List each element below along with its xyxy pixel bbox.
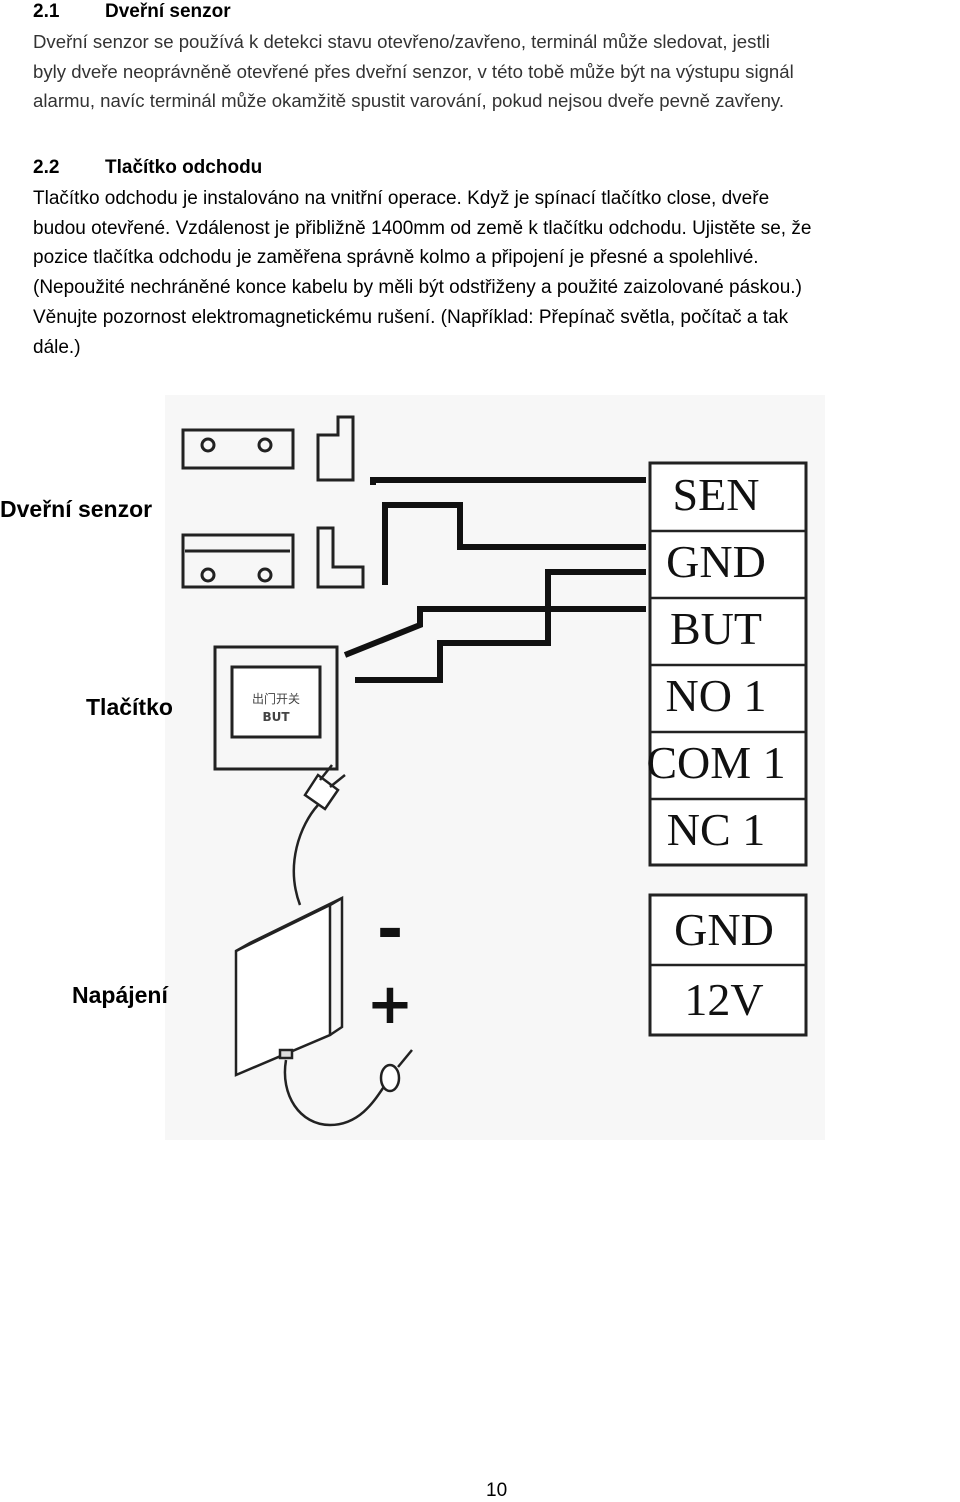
section-title: Tlačítko odchodu — [105, 157, 263, 178]
label-button: Tlačítko — [86, 694, 173, 720]
polarity-minus: - — [377, 893, 404, 967]
terminal-label-but: BUT — [670, 603, 762, 654]
paragraph-line: (Nepoužité nechráněné konce kabelu by mě… — [33, 277, 802, 299]
terminal-block-upper: SEN GND BUT NO 1 COM 1 NC 1 — [646, 461, 808, 867]
section-title: Dveřní senzor — [105, 1, 231, 22]
paragraph-line: byly dveře neoprávněně otevřené přes dve… — [33, 60, 794, 82]
paragraph-line: alarmu, navíc terminál může okamžitě spu… — [33, 90, 785, 112]
wiring-diagram: 出门开关 BUT — [0, 395, 960, 1150]
door-sensor-bracket-icon — [316, 415, 355, 482]
terminal-label-com1: COM 1 — [646, 737, 785, 788]
section-2-1-paragraph: Dveřní senzor se používá k detekci stavu… — [33, 27, 960, 116]
paragraph-line: budou otevřené. Vzdálenost je přibližně … — [33, 217, 812, 239]
section-heading-2-1: 2.1 Dveřní senzor — [33, 0, 231, 24]
power-supply-icon — [234, 895, 344, 1077]
section-2-2-paragraph: Tlačítko odchodu je instalováno na vnitř… — [33, 184, 960, 362]
terminal-block-lower: GND 12V — [648, 893, 808, 1037]
terminal-label-nc1: NC 1 — [667, 804, 765, 855]
paragraph-line: dále.) — [33, 336, 81, 358]
wiring-diagram-svg: 出门开关 BUT — [165, 395, 825, 1140]
terminal-label-12v: 12V — [684, 974, 763, 1025]
dc-connector-icon — [283, 1049, 413, 1127]
wires — [343, 477, 646, 683]
page-number: 10 — [486, 1480, 508, 1501]
polarity-plus: + — [367, 972, 414, 1037]
paragraph-line: Tlačítko odchodu je instalováno na vnitř… — [33, 188, 770, 209]
section-number: 2.1 — [33, 1, 60, 22]
button-face-latin: BUT — [262, 710, 290, 724]
terminal-label-gnd-power: GND — [674, 904, 774, 955]
label-door-sensor: Dveřní senzor — [0, 496, 153, 522]
door-sensor-magnet-icon — [181, 428, 295, 470]
door-sensor-frame-icon — [316, 526, 365, 589]
section-heading-2-2: 2.2 Tlačítko odchodu — [33, 156, 262, 180]
paragraph-line: pozice tlačítka odchodu je zaměřena sprá… — [33, 247, 759, 269]
wire-gnd-sensor — [382, 502, 646, 585]
terminal-label-gnd: GND — [666, 536, 766, 587]
terminal-label-no1: NO 1 — [666, 670, 767, 721]
paragraph-line: Dveřní senzor se používá k detekci stavu… — [33, 31, 770, 52]
wire-sen — [370, 477, 646, 485]
power-plug-icon — [292, 764, 346, 906]
door-sensor-switch-icon — [181, 533, 295, 589]
wire-but — [343, 606, 646, 658]
exit-button-plate-icon: 出门开关 BUT — [213, 645, 339, 771]
wire-gnd-button — [355, 569, 646, 683]
label-power: Napájení — [72, 982, 168, 1008]
paragraph-line: Věnujte pozornost elektromagnetickému ru… — [33, 306, 789, 328]
terminal-label-sen: SEN — [673, 469, 760, 520]
button-face-chinese: 出门开关 — [252, 691, 300, 706]
section-number: 2.2 — [33, 157, 60, 178]
